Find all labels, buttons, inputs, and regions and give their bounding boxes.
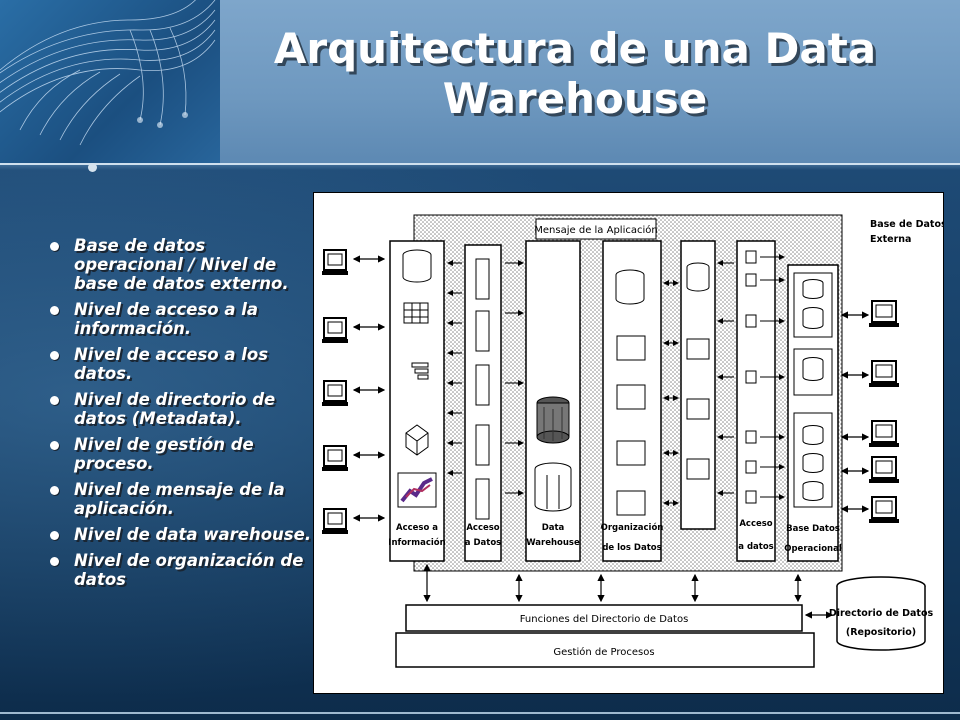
message-label-box	[535, 218, 657, 240]
decorative-dot	[88, 163, 97, 172]
bullet-item: Base de datos operacional / Nivel de bas…	[50, 236, 312, 293]
bullet-text: Base de datos operacional / Nivel de bas…	[74, 236, 289, 293]
bullet-icon	[50, 531, 59, 540]
bullet-text: Nivel de directorio de datos (Metadata).	[74, 390, 276, 428]
bullet-text: Nivel de acceso a los datos.	[74, 345, 269, 383]
bullet-item: Nivel de acceso a la información.	[50, 300, 312, 338]
directory-functions-box	[405, 604, 803, 632]
bullet-icon	[50, 486, 59, 495]
terminal-icon	[869, 456, 899, 483]
terminal-icon	[322, 249, 348, 275]
right-terminals	[869, 300, 899, 523]
repository-label-1: Directorio de Datos	[829, 608, 934, 619]
left-terminals	[322, 249, 348, 534]
column-operational: Base Datos Operacional	[784, 264, 842, 562]
bullet-item: Nivel de mensaje de la aplicación.	[50, 480, 312, 518]
column-access-data: Acceso a Datos	[464, 244, 502, 562]
bullet-text: Nivel de acceso a la información.	[74, 300, 259, 338]
external-db-label-2: Externa	[870, 234, 911, 245]
left-arrows	[352, 255, 386, 522]
organization-label-2: de los Datos	[602, 543, 661, 553]
footer-line	[0, 712, 960, 714]
column-access-data-2: Acceso a datos	[736, 240, 776, 562]
process-management-label: Gestión de Procesos	[553, 646, 654, 658]
arrows-data-to-warehouse	[505, 260, 524, 496]
title-line-2: Warehouse	[442, 74, 708, 123]
message-label: Mensaje de la Aplicación	[534, 224, 657, 236]
bullet-icon	[50, 306, 59, 315]
bullet-item: Nivel de organización de datos	[50, 551, 312, 589]
terminal-icon	[322, 445, 348, 471]
terminal-icon	[869, 420, 899, 447]
warehouse-label-1: Data	[542, 523, 565, 533]
bullet-text: Nivel de gestión de proceso.	[74, 435, 254, 473]
bullet-text: Nivel de organización de datos	[74, 551, 304, 589]
warehouse-label-2: Warehouse	[526, 538, 580, 548]
bullet-item: Nivel de data warehouse.	[50, 525, 312, 544]
access-data-label-2: a Datos	[465, 538, 501, 548]
bullet-item: Nivel de acceso a los datos.	[50, 345, 312, 383]
organization-label-1: Organización	[601, 522, 664, 533]
arrows-org-to-dir	[663, 280, 679, 506]
page-title: Arquitectura de una Data Warehouse	[250, 24, 900, 124]
repository-cylinder: Directorio de Datos (Repositorio)	[829, 576, 934, 651]
bullet-list: Base de datos operacional / Nivel de bas…	[50, 236, 312, 596]
bullet-text: Nivel de mensaje de la aplicación.	[74, 480, 285, 518]
access-info-label-2: Información	[388, 537, 445, 548]
operational-label-2: Operacional	[784, 544, 842, 554]
architecture-diagram: Mensaje de la Aplicación Base de Datos E…	[313, 192, 944, 694]
repository-label-2: (Repositorio)	[846, 627, 916, 638]
terminal-icon	[322, 508, 348, 534]
access-data2-label-2: a datos	[738, 542, 773, 552]
column-warehouse: Data Warehouse	[525, 240, 581, 562]
terminal-icon	[869, 360, 899, 387]
vertical-arrows	[423, 563, 802, 603]
right-arrows	[840, 311, 870, 513]
terminal-icon	[869, 496, 899, 523]
arrows-dir-to-access2	[717, 260, 734, 496]
architecture-diagram-svg: Mensaje de la Aplicación Base de Datos E…	[322, 214, 943, 668]
bullet-icon	[50, 351, 59, 360]
arrows-info-to-data	[447, 260, 462, 476]
access-data2-label-1: Acceso	[739, 519, 772, 529]
operational-label-1: Base Datos	[786, 524, 840, 534]
bullet-text: Nivel de data warehouse.	[74, 525, 312, 544]
directory-functions-label: Funciones del Directorio de Datos	[520, 614, 689, 625]
arrows-access2-to-ops	[760, 254, 785, 500]
external-db-label-1: Base de Datos	[870, 219, 943, 230]
bullet-icon	[50, 242, 59, 251]
title-line-1: Arquitectura de una Data	[273, 24, 877, 73]
bullet-item: Nivel de directorio de datos (Metadata).	[50, 390, 312, 428]
hand-illustration	[0, 0, 220, 163]
bullet-icon	[50, 396, 59, 405]
process-management-box	[395, 632, 815, 668]
terminal-icon	[322, 380, 348, 406]
column-organization: Organización de los Datos	[601, 240, 664, 562]
access-info-label-1: Acceso a	[396, 523, 438, 533]
bullet-icon	[50, 557, 59, 566]
bullet-icon	[50, 441, 59, 450]
column-directory	[680, 240, 716, 530]
terminal-icon	[322, 317, 348, 343]
column-access-info: Acceso a Información	[388, 240, 446, 562]
access-data-label-1: Acceso	[466, 523, 499, 533]
terminal-icon	[869, 300, 899, 327]
bullet-item: Nivel de gestión de proceso.	[50, 435, 312, 473]
